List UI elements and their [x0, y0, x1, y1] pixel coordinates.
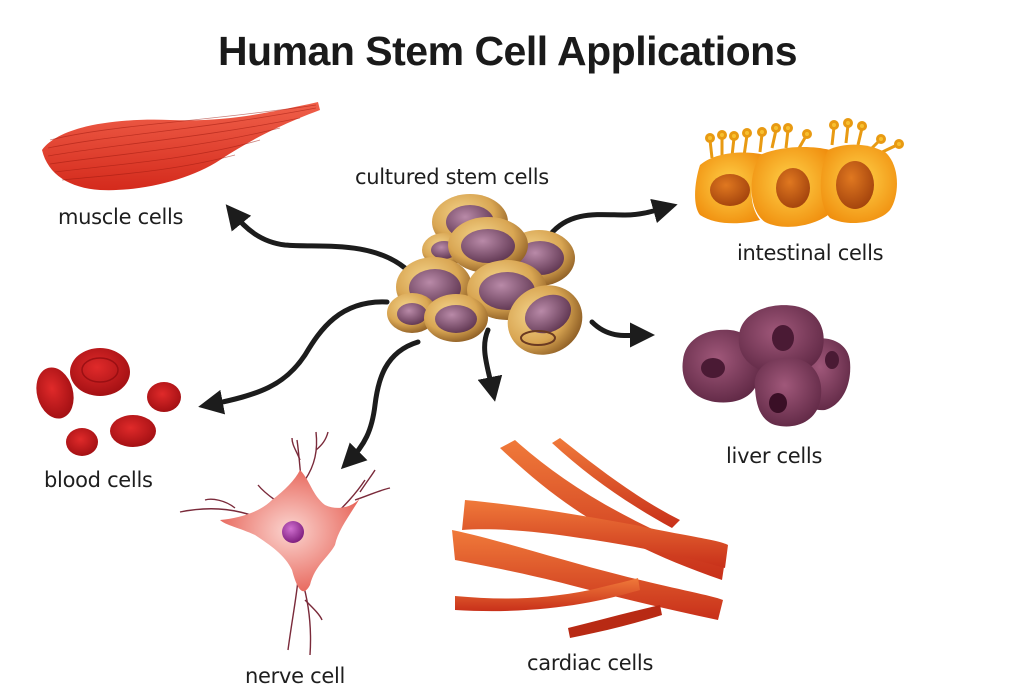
- label-liver-cells: liver cells: [726, 444, 823, 468]
- arrow-to-muscle: [225, 204, 408, 271]
- label-muscle-cells: muscle cells: [58, 205, 184, 229]
- label-blood-cells: blood cells: [44, 468, 153, 492]
- label-intestinal-cells: intestinal cells: [737, 241, 884, 265]
- stem-cells-illustration: [387, 194, 583, 355]
- arrow-to-cardiac: [477, 327, 503, 402]
- arrow-to-blood: [198, 299, 390, 415]
- nerve-cell-illustration: [179, 431, 391, 656]
- label-cardiac-cells: cardiac cells: [527, 651, 654, 675]
- intestinal-cells-illustration: [695, 118, 904, 227]
- arrow-to-liver: [589, 319, 655, 348]
- label-cultured-stem-cells: cultured stem cells: [355, 165, 549, 189]
- arrow-to-nerve: [340, 339, 421, 470]
- diagram-title: Human Stem Cell Applications: [217, 28, 798, 74]
- arrow-to-intestinal: [547, 198, 678, 238]
- liver-cells-illustration: [682, 305, 851, 427]
- muscle-cells-illustration: [42, 102, 320, 191]
- cardiac-cells-illustration: [452, 438, 728, 638]
- arrows: [198, 198, 678, 470]
- blood-cells-illustration: [36, 348, 181, 456]
- label-nerve-cell: nerve cell: [245, 664, 346, 688]
